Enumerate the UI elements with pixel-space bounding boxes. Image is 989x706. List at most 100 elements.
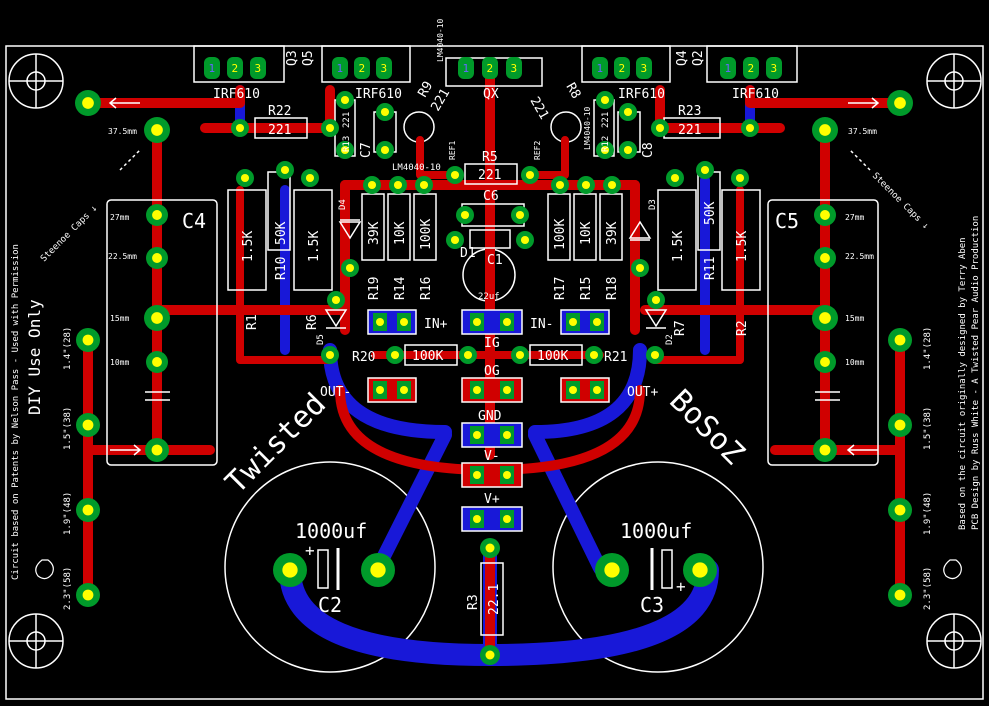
pin-number: 1 <box>209 62 216 75</box>
diode-symbols <box>324 219 668 329</box>
mounting-holes <box>8 53 982 669</box>
credit-right-2: PCB Design by Russ White - A Twisted Pea… <box>971 216 981 530</box>
pad-hole <box>82 419 94 431</box>
pad-hole <box>367 180 377 190</box>
label-27-right: 27mm <box>845 213 864 222</box>
pad-hole <box>282 562 298 578</box>
label-22-left: 22.5mm <box>108 252 137 261</box>
pad-hole <box>820 253 830 263</box>
label-r18: R18 <box>605 277 620 300</box>
pad-hole <box>503 318 511 326</box>
label-height-3-right: 1.9"(48) <box>923 492 933 535</box>
pad-hole <box>503 431 511 439</box>
pin-number: 2 <box>487 62 494 75</box>
label-100k-b: 100K <box>553 219 568 250</box>
transistor-pin-pad <box>376 57 392 79</box>
pad-hole <box>280 165 290 175</box>
pad-hole <box>655 123 665 133</box>
transistor-pin-pad <box>227 57 243 79</box>
label-d5: D5 <box>316 334 326 345</box>
label-r14: R14 <box>393 276 408 300</box>
pad-hole <box>515 210 525 220</box>
pad-hole <box>151 312 163 324</box>
pad-hole <box>819 444 831 456</box>
transistor-pin-pad <box>743 57 759 79</box>
transistor-pin-pad <box>614 57 630 79</box>
pear-logo-icon <box>35 559 962 580</box>
label-height-4-right: 2.3"(58) <box>923 567 933 610</box>
label-r17: R17 <box>553 277 568 300</box>
label-1k5-b: 1.5K <box>307 231 322 262</box>
label-lm-right: LM4040-10 <box>583 106 592 150</box>
pad-hole <box>400 318 408 326</box>
pad-hole <box>485 543 495 553</box>
label-d2: D2 <box>665 334 675 345</box>
label-ref2: REF2 <box>533 141 542 160</box>
label-r5: R5 <box>482 150 498 165</box>
pad-hole <box>600 95 610 105</box>
pin-number: 1 <box>463 62 470 75</box>
pad-hole <box>82 589 94 601</box>
label-15-right: 15mm <box>845 314 864 323</box>
pad-hole <box>520 235 530 245</box>
pad-hole <box>325 350 335 360</box>
label-10k-b: 10K <box>579 221 594 245</box>
label-r8-val: 221 <box>527 95 552 123</box>
pin-number: 2 <box>748 62 755 75</box>
pin-number: 3 <box>255 62 262 75</box>
transistor-pin-pad <box>250 57 266 79</box>
label-37-right: 37.5mm <box>848 127 877 136</box>
pad-hole <box>376 318 384 326</box>
pad-hole <box>525 170 535 180</box>
label-q5: Q5 <box>301 50 316 66</box>
label-r22: R22 <box>268 104 291 119</box>
transistor-pin-pad <box>636 57 652 79</box>
pad-hole <box>331 295 341 305</box>
label-r11: R11 <box>703 257 718 280</box>
label-c5: C5 <box>775 209 799 233</box>
pad-hole <box>503 471 511 479</box>
pad-hole <box>589 350 599 360</box>
pad-hole <box>82 334 94 346</box>
label-ig: IG <box>484 336 500 351</box>
label-10-left: 10mm <box>110 358 129 367</box>
pad-hole <box>151 444 163 456</box>
pin-number: 1 <box>597 62 604 75</box>
label-r12: R12 <box>601 136 611 152</box>
plus-sign-c2: + <box>305 541 315 560</box>
label-r7: R7 <box>673 320 688 336</box>
label-c4: C4 <box>182 209 206 233</box>
label-r3: R3 <box>466 594 481 610</box>
label-r13: R13 <box>342 136 352 152</box>
label-27-left: 27mm <box>110 213 129 222</box>
label-r21: R21 <box>604 350 627 365</box>
label-r22-val: 221 <box>268 123 291 138</box>
label-37-left: 37.5mm <box>108 127 137 136</box>
pin-number: 3 <box>381 62 388 75</box>
label-r10: R10 <box>274 257 289 280</box>
label-gnd: GND <box>478 409 502 424</box>
pad-hole <box>651 295 661 305</box>
arrows <box>108 97 880 456</box>
pad-hole <box>235 123 245 133</box>
pad-hole <box>894 97 906 109</box>
label-irf-mid-right: IRF610 <box>618 87 665 102</box>
label-1k5-c: 1.5K <box>671 231 686 262</box>
bulk-cap-outlines <box>224 111 764 673</box>
pin-number: 3 <box>771 62 778 75</box>
pad-hole <box>820 210 830 220</box>
label-c2-val: 1000uf <box>295 519 367 543</box>
pad-hole <box>463 350 473 360</box>
label-height-2-right: 1.5"(38) <box>923 407 933 450</box>
pad-hole <box>670 173 680 183</box>
label-r23-val: 221 <box>678 123 701 138</box>
label-irf-left: IRF610 <box>213 87 260 102</box>
transistor-pin-pad <box>592 57 608 79</box>
pad-hole <box>82 97 94 109</box>
pad-hole <box>894 419 906 431</box>
pad-hole <box>473 318 481 326</box>
label-r15: R15 <box>579 277 594 300</box>
label-10k-a: 10K <box>393 221 408 245</box>
label-c1: C1 <box>487 253 503 268</box>
